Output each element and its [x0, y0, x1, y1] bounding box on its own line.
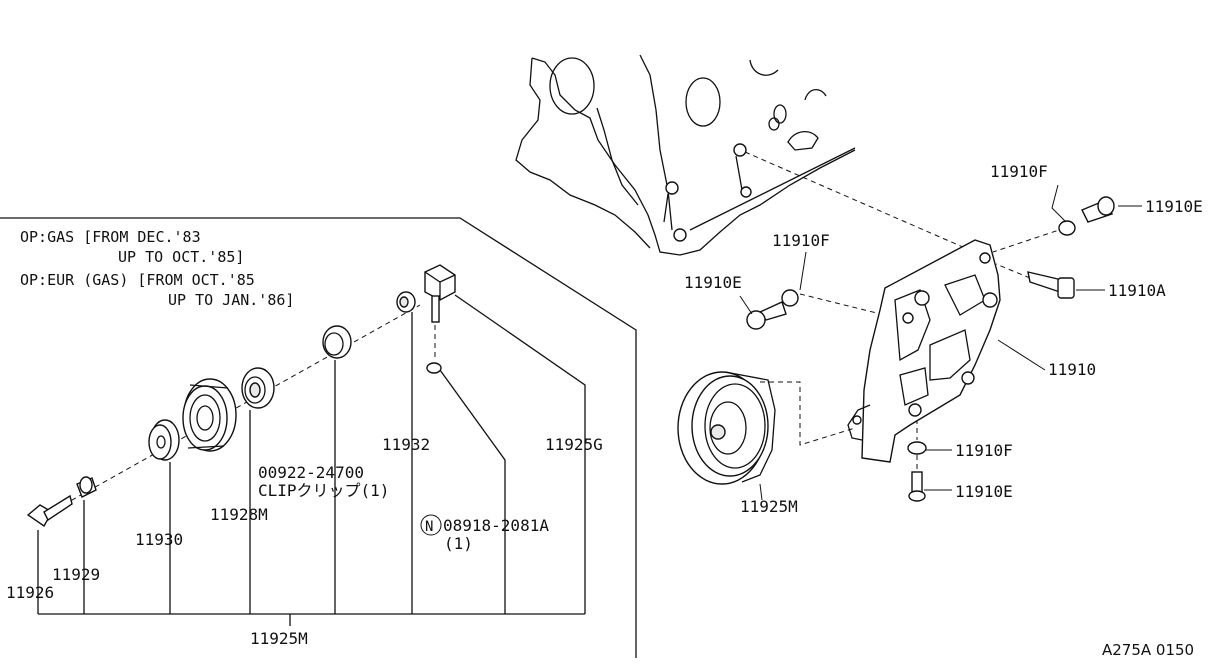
note-line-1: OP:GAS [FROM DEC.'83	[20, 228, 201, 246]
circled-n-mark	[420, 514, 442, 536]
left-label-leaders	[37, 294, 586, 626]
washer-11910F-top	[1058, 220, 1076, 236]
diagram-code: A275A 0150	[1102, 641, 1194, 659]
label-11928M: 11928M	[210, 505, 268, 524]
label-08918-number: 08918-2081A	[443, 516, 549, 535]
label-11926: 11926	[6, 583, 54, 602]
pulley-11925M-right	[677, 371, 776, 485]
adjuster-11925G	[424, 264, 456, 374]
label-08918-qty: (1)	[444, 534, 473, 553]
fasteners-right	[746, 196, 1115, 502]
circled-n-letter: N	[425, 519, 433, 535]
inset-frame	[0, 217, 637, 658]
label-11925M-right: 11925M	[740, 497, 798, 516]
bolt-11910E-left	[746, 301, 787, 330]
label-08918-2081A: N 08918-2081A (1)	[420, 514, 549, 553]
label-11930: 11930	[135, 530, 183, 549]
label-clip: CLIPクリップ(1)	[258, 481, 389, 500]
nut-11932	[396, 291, 416, 313]
label-11910F-mid: 11910F	[772, 231, 830, 250]
bearing	[241, 367, 275, 409]
bolt-11926	[26, 494, 73, 528]
label-11910A: 11910A	[1108, 281, 1166, 300]
label-11925M-bottom: 11925M	[250, 629, 308, 648]
pulley-11928M	[182, 378, 237, 452]
label-11932: 11932	[382, 435, 430, 454]
bolt-11910E-top	[1081, 196, 1115, 223]
note-line-3: OP:EUR (GAS) [FROM OCT.'85	[20, 271, 255, 289]
part-labels: 11910F 11910E 11910F 11910E 11910A 11910…	[6, 162, 1203, 648]
label-11910E-left: 11910E	[684, 273, 742, 292]
bolt-11910A	[1027, 271, 1075, 299]
assembly-leader-lines	[744, 151, 1066, 470]
applicability-notes: OP:GAS [FROM DEC.'83 UP TO OCT.'85] OP:E…	[20, 228, 294, 309]
label-00922-24700: 00922-24700	[258, 463, 364, 482]
note-line-2: UP TO OCT.'85]	[118, 248, 244, 266]
label-11910F-top: 11910F	[990, 162, 1048, 181]
alternator-bracket-11910	[847, 239, 1001, 463]
right-label-leaders	[739, 184, 1142, 501]
label-11910F-bottom: 11910F	[955, 441, 1013, 460]
label-11910: 11910	[1048, 360, 1096, 379]
note-line-4: UP TO JAN.'86]	[168, 291, 294, 309]
washer-11930	[148, 419, 180, 461]
label-11925G: 11925G	[545, 435, 603, 454]
label-11910E-bottom: 11910E	[955, 482, 1013, 501]
label-11929: 11929	[52, 565, 100, 584]
washer-11910F-bottom	[907, 441, 927, 455]
clip-00922-24700	[322, 325, 352, 359]
washer-11910F-mid	[781, 289, 799, 307]
engine-block-drawing	[515, 54, 856, 256]
bolt-11910E-bottom	[908, 471, 926, 502]
bushing-11929	[76, 476, 97, 498]
exploded-parts-left	[26, 264, 456, 528]
label-11910E-top: 11910E	[1145, 197, 1203, 216]
